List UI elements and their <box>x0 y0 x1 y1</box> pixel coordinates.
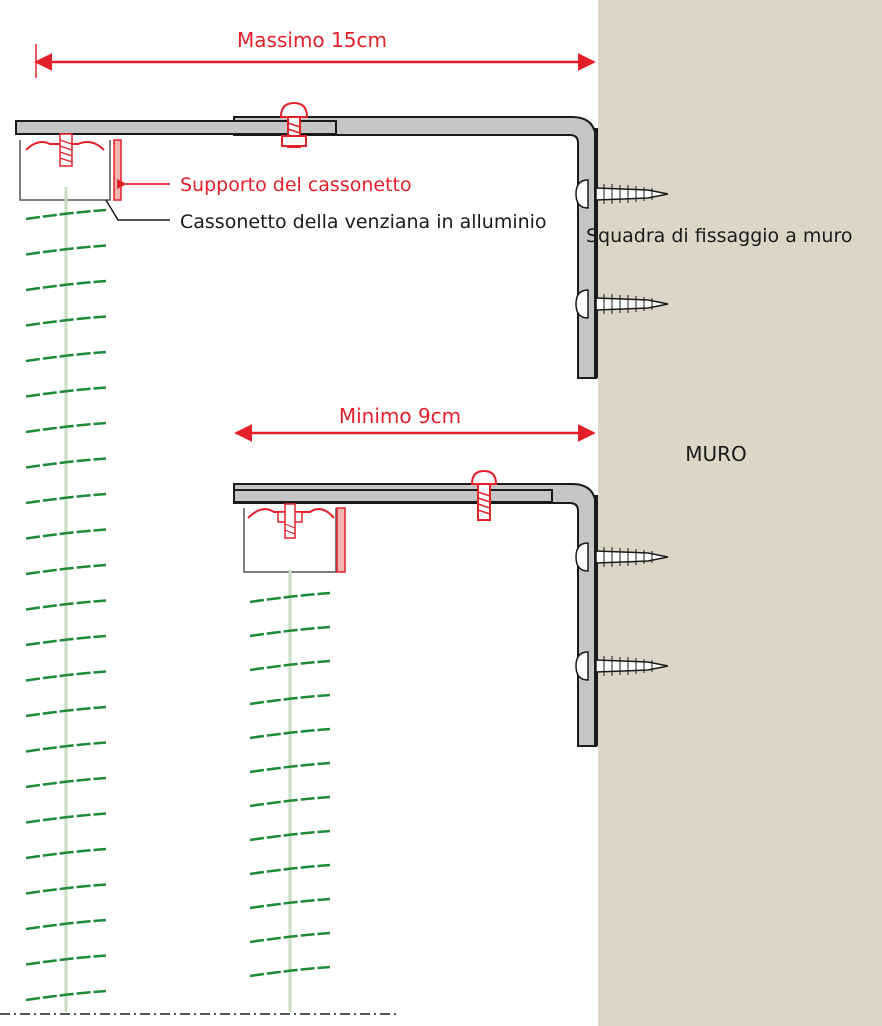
bracket-screw-icon <box>470 469 498 521</box>
blind-slat <box>25 741 107 753</box>
wall <box>598 0 882 1026</box>
blind-slat <box>25 492 107 505</box>
wall-label: MURO <box>685 442 747 466</box>
box-leader <box>105 199 170 221</box>
blind-slat <box>249 829 331 842</box>
blind-slat <box>25 244 107 256</box>
max-distance-label: Massimo 15cm <box>237 28 387 52</box>
blind-slat <box>25 954 107 966</box>
blind-slat <box>25 563 107 576</box>
bracket-label: Squadra di fissaggio a muro <box>586 225 852 247</box>
blind-slat <box>25 350 107 363</box>
blind-slat <box>25 847 107 860</box>
max-distance-dimension: Massimo 15cm <box>34 28 596 78</box>
box-screw-icon <box>59 133 73 167</box>
blind-slat <box>249 761 331 774</box>
blind-box-top <box>19 133 122 201</box>
min-distance-label: Minimo 9cm <box>339 404 461 428</box>
blind-slat <box>25 528 107 540</box>
blind-slat <box>25 279 107 292</box>
blind-slat <box>249 863 331 876</box>
blind-slat <box>25 776 107 789</box>
blind-slat <box>249 591 331 604</box>
box-support-strip <box>336 507 346 573</box>
wall-screw-icon <box>575 542 669 572</box>
blind-slat <box>249 795 331 808</box>
bracket-screw-icon <box>279 101 309 148</box>
blind-slat <box>25 670 107 682</box>
support-label: Supporto del cassonetto <box>180 174 412 196</box>
blind-slat <box>25 812 107 824</box>
blind-slat <box>249 659 331 672</box>
blind-slat <box>25 918 107 931</box>
blind-slat <box>249 965 331 978</box>
blind-slat <box>249 625 331 638</box>
blind-slat <box>25 457 107 469</box>
blind-slat <box>25 883 107 895</box>
blind-slat <box>249 897 331 910</box>
box-support-strip <box>113 139 122 201</box>
blind-slat <box>25 315 107 327</box>
box-screw-icon <box>277 503 303 539</box>
blind-slat <box>25 208 107 221</box>
blind-slats-left <box>25 187 107 1012</box>
blind-slat <box>249 727 331 740</box>
blind-slat <box>25 705 107 718</box>
box-label: Cassonetto della venziana in alluminio <box>180 211 547 233</box>
blind-slat <box>25 634 107 647</box>
blind-box-bottom <box>243 503 346 573</box>
wall-screw-icon <box>575 289 669 319</box>
wall-screw-icon <box>575 179 669 209</box>
wall-screw-icon <box>575 651 669 681</box>
blind-slat <box>25 386 107 398</box>
blind-slat <box>25 599 107 611</box>
blind-slats-right <box>249 570 331 1012</box>
blind-slat <box>249 931 331 944</box>
wall-bracket-top <box>15 101 669 379</box>
blind-slat <box>249 693 331 706</box>
wall-bracket-bottom <box>233 469 669 747</box>
min-distance-dimension: Minimo 9cm <box>234 404 596 442</box>
blind-slat <box>25 989 107 1002</box>
blind-slat <box>25 421 107 434</box>
